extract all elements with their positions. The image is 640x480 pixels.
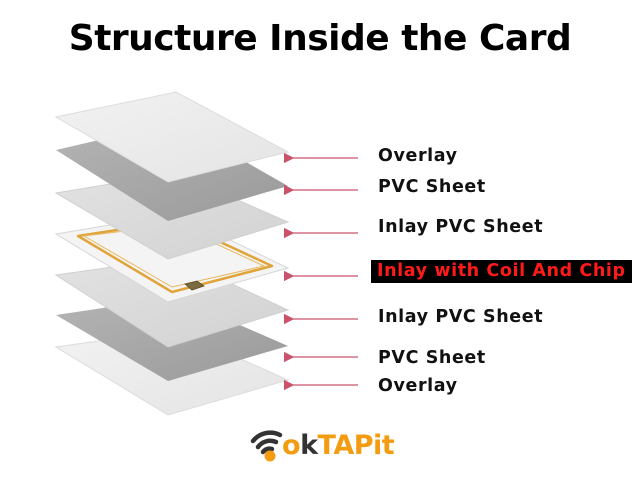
chip-icon — [184, 280, 205, 291]
layer-overlay-top — [54, 91, 290, 183]
wifi-icon — [250, 430, 283, 462]
label-inlay-pvc-sheet-bottom: Inlay PVC Sheet — [378, 307, 544, 327]
layer-arrows — [283, 152, 358, 391]
page-title: Structure Inside the Card — [68, 18, 572, 59]
label-overlay-top: Overlay — [378, 146, 458, 166]
logo-text-o: o — [282, 429, 301, 461]
label-overlay-bottom: Overlay — [378, 376, 458, 396]
label-inlay-coil-chip: Inlay with Coil And Chip — [371, 260, 632, 283]
label-pvc-sheet-bottom: PVC Sheet — [378, 348, 486, 368]
logo-text-tapit: TAPit — [317, 429, 395, 461]
label-pvc-sheet-top: PVC Sheet — [378, 177, 486, 197]
label-inlay-pvc-sheet-top: Inlay PVC Sheet — [378, 217, 544, 237]
logo-text-k: k — [300, 429, 318, 461]
oktapit-logo: okTAPit — [250, 425, 395, 465]
logo-text: okTAPit — [282, 429, 395, 461]
